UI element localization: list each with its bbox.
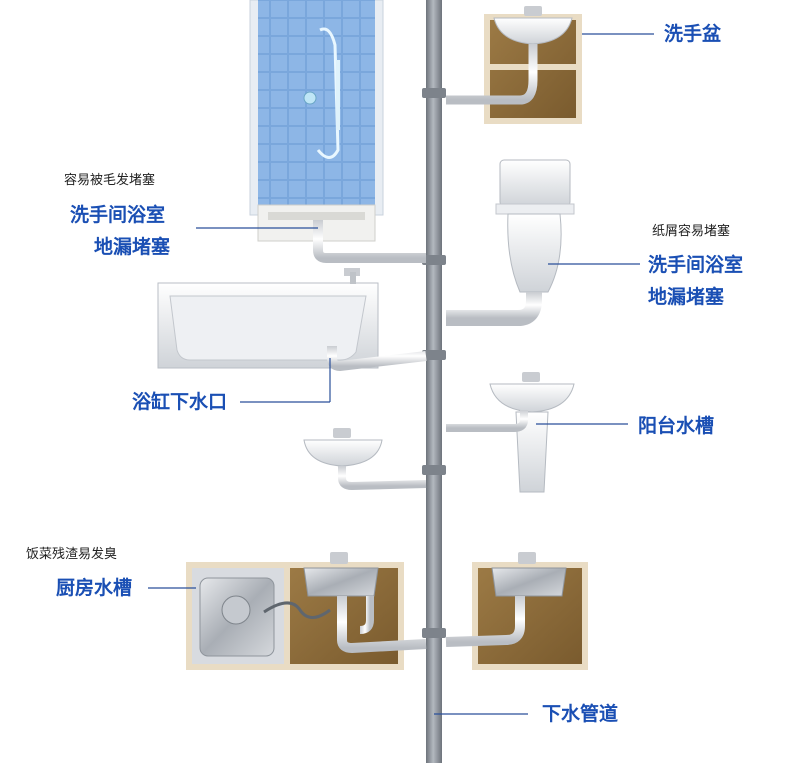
toilet-note: 纸屑容易堵塞 bbox=[652, 223, 730, 241]
shower-stall bbox=[250, 0, 426, 258]
balcony-sink-label: 阳台水槽 bbox=[638, 413, 714, 439]
bathtub bbox=[158, 268, 426, 368]
toilet bbox=[446, 160, 574, 318]
washbasin-label: 洗手盆 bbox=[664, 21, 721, 47]
bathtub-label: 浴缸下水口 bbox=[132, 389, 227, 415]
kitchen-cabinet-right bbox=[446, 552, 588, 670]
wall-sink bbox=[304, 428, 426, 486]
shower-label-line2: 地漏堵塞 bbox=[94, 234, 170, 260]
kitchen-sink-label: 厨房水槽 bbox=[56, 575, 132, 601]
shower-note: 容易被毛发堵塞 bbox=[64, 172, 155, 190]
toilet-label-line1: 洗手间浴室 bbox=[648, 252, 743, 278]
shower-label-line1: 洗手间浴室 bbox=[70, 202, 165, 228]
washbasin-cabinet bbox=[446, 6, 582, 124]
kitchen-note: 饭菜残渣易发臭 bbox=[26, 546, 117, 564]
toilet-label-line2: 地漏堵塞 bbox=[648, 284, 724, 310]
drainpipe-label: 下水管道 bbox=[542, 701, 618, 727]
kitchen-cabinet bbox=[186, 552, 426, 670]
balcony-sink bbox=[446, 372, 574, 492]
